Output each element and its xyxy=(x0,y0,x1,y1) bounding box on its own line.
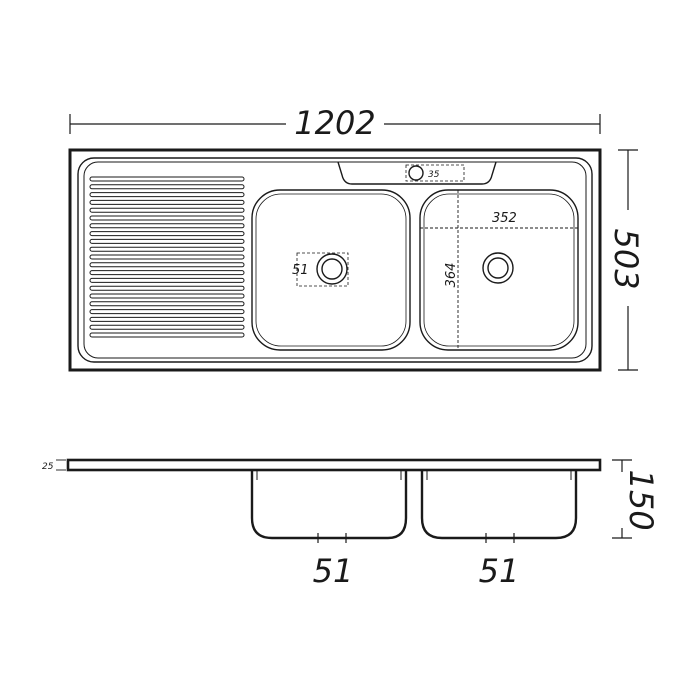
right-bowl xyxy=(419,189,579,351)
height-dimension-line xyxy=(612,459,632,539)
side-rim xyxy=(66,458,602,472)
rim-thickness-dimension xyxy=(56,459,66,471)
drainboard-groove xyxy=(89,277,245,283)
drainboard-groove xyxy=(89,207,245,213)
side-view xyxy=(56,458,632,543)
total-height-label: 150 xyxy=(622,469,660,530)
drainboard-groove xyxy=(89,309,245,315)
side-waste-ticks xyxy=(317,533,515,543)
bowl-dimension-dashes xyxy=(420,190,578,350)
drainboard-groove xyxy=(89,270,245,276)
overall-width-label: 1202 xyxy=(294,104,375,142)
bowl-depth-label: 364 xyxy=(444,263,459,288)
tap-ledge xyxy=(337,161,497,185)
depth-dimension-line xyxy=(618,149,638,371)
sink-inner-rim-2 xyxy=(83,161,587,359)
drainboard-groove xyxy=(89,223,245,229)
drainboard-groove xyxy=(89,199,245,205)
side-right-bowl-inner xyxy=(426,470,572,480)
width-dimension-line xyxy=(69,114,601,134)
tap-hole-label: 35 xyxy=(428,170,440,180)
left-waste-drain xyxy=(296,252,349,287)
right-waste-drain xyxy=(482,252,514,284)
drainboard-groove xyxy=(89,285,245,291)
drainboard-groove xyxy=(89,246,245,252)
waste-diameter-label: 51 xyxy=(292,263,309,278)
bowl-width-label: 352 xyxy=(492,211,517,226)
left-waste-label: 51 xyxy=(313,552,354,590)
tap-hole xyxy=(405,164,465,182)
overall-depth-label: 503 xyxy=(607,228,645,289)
sink-inner-rim xyxy=(77,157,593,363)
sink-outer-frame xyxy=(68,148,602,372)
side-left-bowl-inner xyxy=(256,470,402,480)
top-view xyxy=(68,114,638,372)
drainboard-groove xyxy=(89,301,245,307)
drainboard-groove xyxy=(89,238,245,244)
drainboard-groove xyxy=(89,215,245,221)
right-bowl-inner xyxy=(423,193,575,347)
drainboard-groove xyxy=(89,184,245,190)
drainboard-groove xyxy=(89,254,245,260)
drainboard-groove xyxy=(89,293,245,299)
drainboard-groove xyxy=(89,324,245,330)
left-bowl xyxy=(251,189,411,351)
drainboard-groove xyxy=(89,316,245,322)
drainboard-groove xyxy=(89,332,245,338)
drainboard-groove xyxy=(89,192,245,198)
drainboard-grooves xyxy=(89,176,245,338)
side-right-bowl xyxy=(420,470,578,540)
left-bowl-inner xyxy=(255,193,407,347)
side-left-bowl xyxy=(250,470,408,540)
drainboard-groove xyxy=(89,176,245,182)
right-waste-label: 51 xyxy=(479,552,520,590)
drainboard-groove xyxy=(89,262,245,268)
rim-thickness-label: 25 xyxy=(42,462,54,472)
drainboard-groove xyxy=(89,231,245,237)
